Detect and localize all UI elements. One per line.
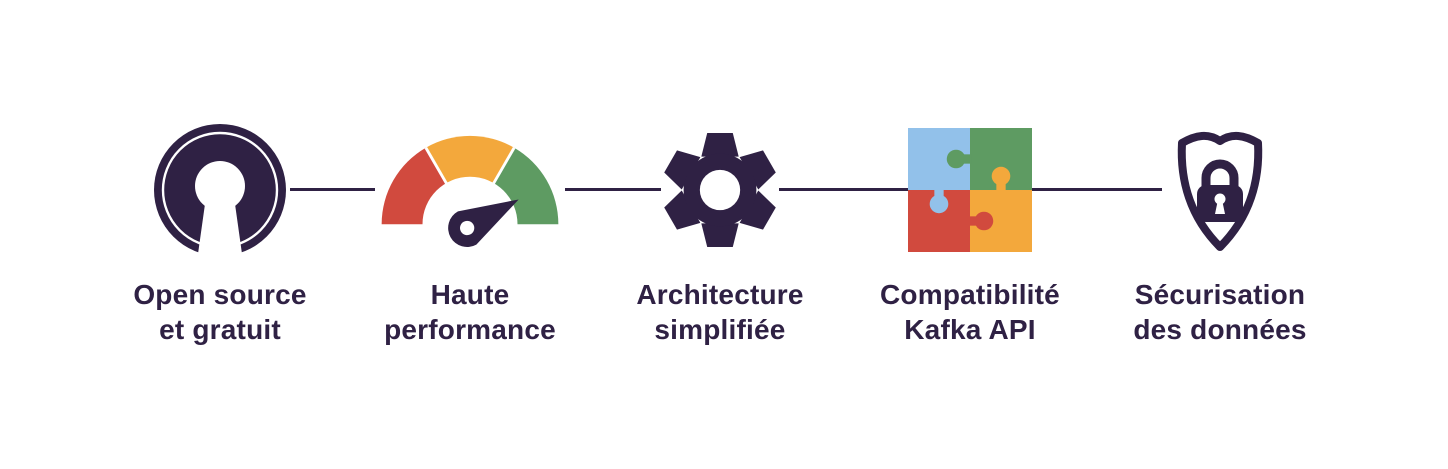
feature-architecture: Architecture simplifiée <box>595 115 845 347</box>
feature-label: Architecture simplifiée <box>636 277 803 347</box>
feature-label-line1: Haute <box>430 279 510 310</box>
feature-data-security: Sécurisation des données <box>1095 115 1345 347</box>
feature-label-line1: Open source <box>133 279 307 310</box>
feature-kafka-compatibility: Compatibilité Kafka API <box>845 115 1095 347</box>
feature-label: Sécurisation des données <box>1133 277 1306 347</box>
puzzle-icon <box>908 115 1032 265</box>
open-source-icon <box>150 120 290 260</box>
speedometer-icon <box>375 115 565 265</box>
feature-label-line2: et gratuit <box>159 314 281 345</box>
feature-label-line2: Kafka API <box>904 314 1036 345</box>
shield-lock-icon <box>1162 125 1278 255</box>
open-source-icon <box>150 115 290 265</box>
feature-open-source: Open source et gratuit <box>95 115 345 347</box>
feature-label-line1: Sécurisation <box>1134 279 1306 310</box>
feature-label: Open source et gratuit <box>133 277 306 347</box>
shield-lock-icon <box>1162 115 1278 265</box>
feature-label-line1: Compatibilité <box>880 279 1060 310</box>
feature-label-line2: performance <box>384 314 556 345</box>
feature-label: Compatibilité Kafka API <box>880 277 1060 347</box>
feature-label-line2: des données <box>1133 314 1307 345</box>
feature-label: Haute performance <box>384 277 556 347</box>
speedometer-icon <box>375 129 565 251</box>
feature-performance: Haute performance <box>345 115 595 347</box>
gear-icon <box>661 131 779 249</box>
feature-label-line1: Architecture <box>636 279 804 310</box>
gear-icon <box>661 115 779 265</box>
puzzle-icon <box>908 128 1032 252</box>
feature-label-line2: simplifiée <box>654 314 786 345</box>
feature-row: Open source et gratuit Haute performance <box>95 115 1345 347</box>
